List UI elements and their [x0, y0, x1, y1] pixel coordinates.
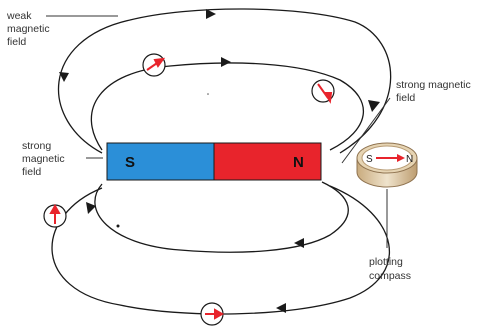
compass-needle-tip: [397, 154, 405, 162]
arrow-outer-right: [368, 100, 380, 112]
field-line-inner-top: [90, 62, 365, 151]
speck: [207, 93, 209, 95]
plotting-compass-circles: [43, 53, 335, 326]
field-arrows: [59, 9, 380, 313]
arrow-outer-top: [206, 9, 216, 19]
strong-field-right-label: strong magnetic field: [396, 79, 474, 104]
needle-tip-bottom: [214, 308, 225, 320]
label-pointers: [46, 15, 391, 248]
field-line-outer-bottom: [51, 185, 390, 315]
weak-field-label: weak magnetic field: [6, 10, 53, 48]
strong-field-left-label: strong magnetic field: [22, 140, 68, 178]
arrow-inner-bottom-left: [86, 202, 96, 214]
needle-tip-top-left: [153, 57, 166, 68]
needle-tip-top-right: [323, 92, 333, 104]
needle-tip-left: [49, 203, 61, 214]
plotting-compass-label: plotting compass: [369, 256, 411, 282]
arrow-outer-top-left: [59, 72, 69, 82]
compass-south-label: S: [366, 154, 373, 165]
magnet-south-pole: [106, 142, 215, 181]
arrow-inner-top: [221, 57, 231, 67]
arrow-outer-bottom: [276, 303, 286, 313]
compass-needles: [49, 57, 333, 320]
speck: [116, 224, 120, 228]
field-line-inner-bottom: [94, 181, 349, 253]
magnet-north-label: N: [293, 154, 304, 171]
arrow-inner-bottom: [294, 238, 304, 248]
bar-magnet: S N: [106, 142, 322, 181]
plotting-compass: S N: [356, 142, 418, 188]
magnet-south-label: S: [125, 154, 135, 171]
field-lines: [51, 8, 392, 315]
compass-north-label: N: [406, 154, 413, 165]
strong-right-pointer: [341, 97, 391, 164]
magnet-north-pole: [213, 142, 322, 181]
field-line-outer-top: [57, 8, 392, 154]
